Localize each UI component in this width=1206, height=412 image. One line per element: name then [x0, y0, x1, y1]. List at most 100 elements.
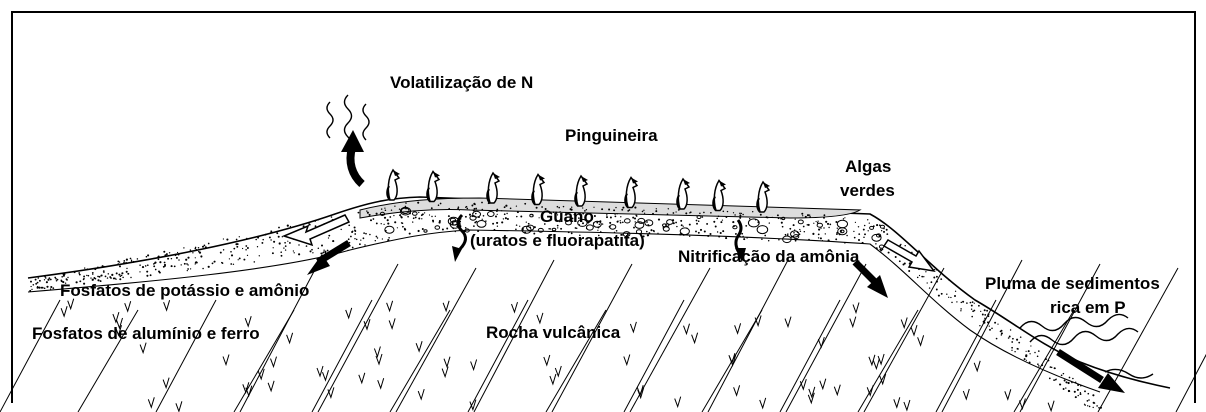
- stipple-dot: [432, 219, 434, 222]
- stipple-dot: [886, 233, 889, 236]
- stipple-dot: [1084, 390, 1086, 393]
- stipple-dot: [714, 225, 717, 228]
- stipple-dot: [162, 265, 165, 268]
- stipple-dot: [288, 241, 291, 244]
- stipple-dot: [29, 289, 32, 292]
- stipple-dot: [408, 232, 411, 235]
- rock-v-mark: [808, 386, 816, 399]
- stipple-dot: [289, 225, 292, 228]
- stipple-dot: [354, 230, 357, 232]
- stipple-dot: [447, 215, 450, 218]
- stipple-dot: [749, 218, 751, 220]
- stipple-dot: [768, 222, 770, 224]
- stipple-dot: [35, 282, 38, 285]
- rock-hatch-line: [779, 299, 841, 412]
- stipple-dot: [62, 274, 65, 277]
- stipple-dot: [180, 264, 182, 266]
- stipple-dot: [806, 214, 810, 217]
- stipple-dot: [633, 226, 635, 229]
- pebble: [756, 225, 769, 235]
- stipple-dot: [139, 264, 141, 266]
- penguin-icon: [756, 180, 771, 213]
- stipple-dot: [64, 282, 67, 284]
- stipple-dot: [123, 261, 125, 264]
- stipple-dot: [713, 220, 716, 223]
- stipple-dot: [1049, 366, 1052, 368]
- stipple-dot: [284, 245, 287, 247]
- stipple-dot: [802, 225, 805, 228]
- stipple-dot: [844, 241, 846, 244]
- stipple-dot: [168, 252, 171, 254]
- stipple-dot: [91, 271, 94, 274]
- stipple-dot: [222, 249, 225, 251]
- stipple-dot: [835, 221, 838, 223]
- pebble: [836, 219, 849, 229]
- stipple-dot: [305, 245, 308, 247]
- rock-v-mark: [316, 365, 324, 378]
- stipple-dot: [806, 224, 809, 226]
- stipple-dot: [464, 227, 467, 229]
- rock-v-mark: [784, 316, 792, 329]
- label-guano-1: Guano: [540, 207, 594, 226]
- stipple-dot: [743, 238, 746, 241]
- rock-v-mark: [358, 372, 366, 385]
- stipple-dot: [302, 225, 305, 228]
- stipple-dot: [314, 220, 317, 222]
- stipple-dot: [926, 282, 928, 284]
- stipple-dot: [146, 264, 149, 267]
- stipple-dot: [801, 212, 804, 215]
- stipple-dot: [163, 250, 166, 253]
- rock-v-mark: [549, 373, 557, 386]
- stipple-dot: [1030, 345, 1032, 347]
- pebble: [782, 235, 792, 244]
- stipple-dot: [739, 212, 741, 215]
- stipple-dot: [799, 228, 801, 231]
- stipple-dot: [417, 201, 420, 204]
- stipple-dot: [273, 240, 276, 243]
- stipple-dot: [237, 259, 239, 261]
- stipple-dot: [264, 233, 267, 236]
- rock-v-mark: [322, 370, 329, 382]
- stipple-dot: [389, 216, 392, 218]
- stipple-dot: [238, 236, 240, 238]
- stipple-dot: [107, 273, 110, 275]
- stipple-dot: [620, 216, 622, 218]
- rock-hatch-line: [311, 299, 373, 412]
- stipple-dot: [375, 212, 378, 215]
- label-sediment-plume-2: rica em P: [1050, 298, 1126, 317]
- stipple-dot: [883, 230, 885, 233]
- stipple-dot: [647, 223, 649, 226]
- stipple-dot: [979, 325, 981, 327]
- stipple-dot: [157, 255, 160, 258]
- rock-v-mark: [345, 307, 353, 320]
- stipple-dot: [776, 214, 779, 217]
- stipple-dot: [558, 220, 561, 223]
- stipple-dot: [752, 211, 754, 213]
- penguin-icon: [486, 171, 501, 204]
- stipple-dot: [973, 309, 976, 312]
- rock-v-mark: [691, 332, 699, 345]
- pebble: [624, 218, 631, 224]
- stipple-dot: [991, 327, 993, 330]
- stipple-dot: [928, 287, 931, 289]
- stipple-dot: [194, 263, 196, 265]
- stipple-dot: [359, 243, 361, 246]
- stipple-dot: [655, 210, 658, 213]
- stipple-dot: [388, 237, 390, 239]
- rock-v-mark: [733, 385, 741, 397]
- stipple-dot: [863, 236, 865, 239]
- stipple-dot: [745, 224, 748, 227]
- stipple-dot: [200, 255, 203, 258]
- stipple-dot: [1079, 392, 1082, 394]
- stipple-dot: [213, 261, 215, 263]
- stipple-dot: [746, 237, 748, 239]
- stipple-dot: [648, 232, 651, 234]
- stipple-dot: [609, 221, 612, 224]
- stipple-dot: [972, 310, 974, 313]
- stipple-dot: [1076, 388, 1079, 391]
- stipple-dot: [177, 251, 179, 254]
- stipple-dot: [1092, 401, 1095, 404]
- stipple-dot: [232, 263, 235, 266]
- stipple-dot: [622, 206, 625, 209]
- stipple-dot: [221, 262, 224, 264]
